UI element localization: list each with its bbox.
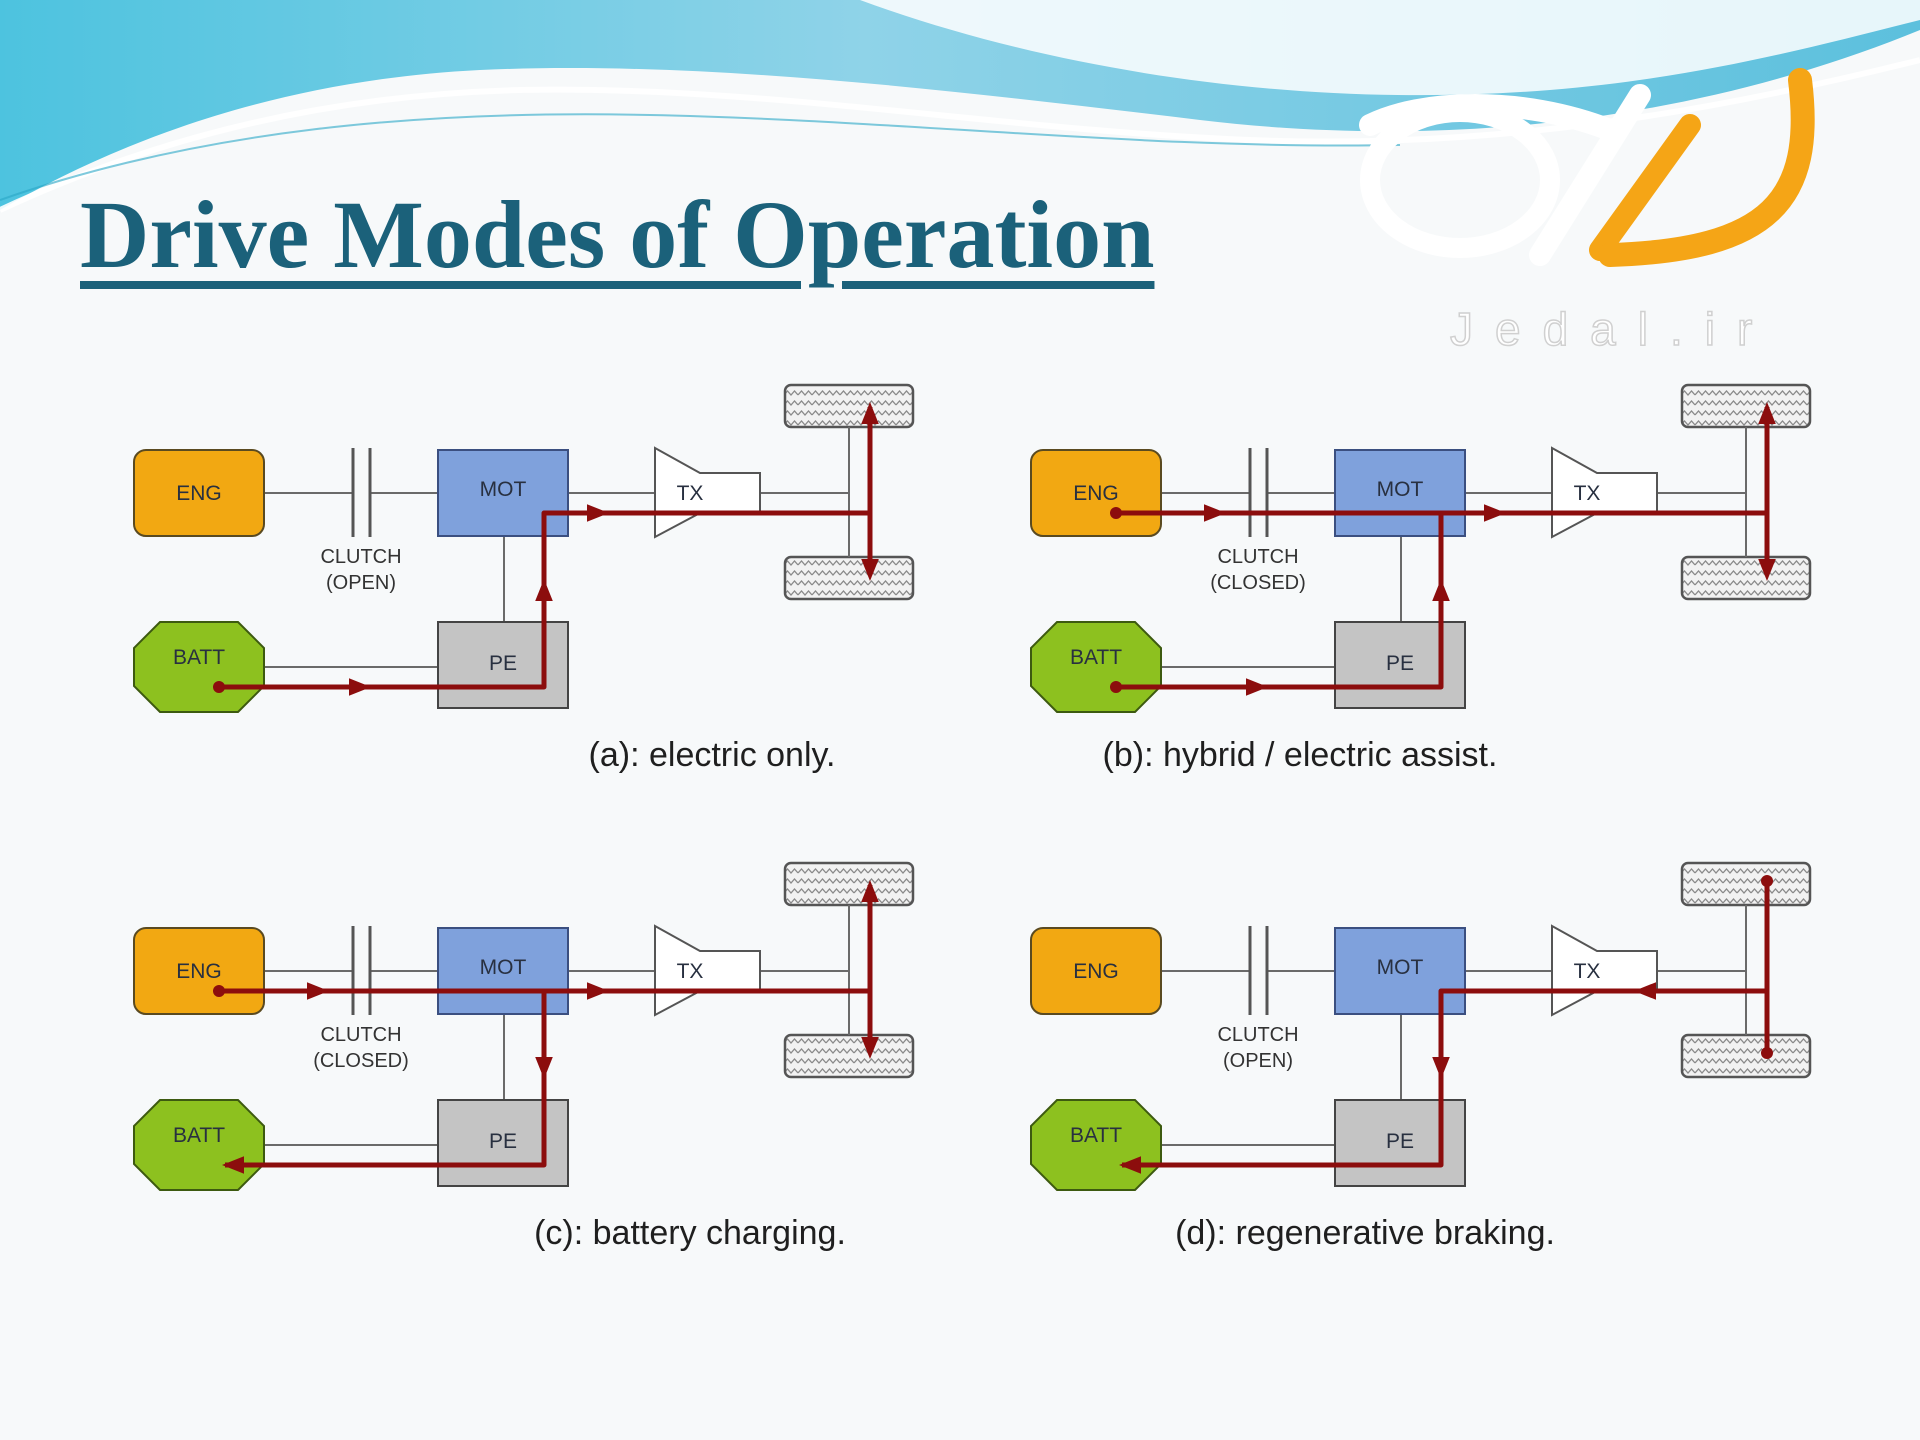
- transmission-label: TX: [1574, 482, 1601, 505]
- diagram-d: ENG MOT TX BATT PE CLUTCH (OPEN) (d): regenerat…: [1030, 861, 1812, 1252]
- wheel-bottom: [783, 1033, 915, 1079]
- engine-label: ENG: [176, 960, 222, 983]
- logo-text: Jedal.ir: [1450, 303, 1774, 355]
- flow-arrowhead: [535, 579, 553, 601]
- flow-arrowhead: [349, 678, 371, 696]
- battery-label: BATT: [173, 646, 225, 669]
- transmission-label: TX: [677, 960, 704, 983]
- flow-arrowhead: [1484, 504, 1506, 522]
- diagram-b: ENG MOT TX BATT PE CLUTCH (CLOSED) (b): hybrid …: [1030, 383, 1812, 774]
- clutch-state-label: (OPEN): [326, 572, 396, 594]
- drive-mode-diagrams: ENG MOT TX BATT PE CLUTCH (OPEN) (a): electric …: [133, 383, 1812, 1252]
- motor-label: MOT: [1377, 478, 1424, 501]
- engine-label: ENG: [1073, 960, 1119, 983]
- flow-arrowhead: [1758, 402, 1776, 424]
- wheel-top: [1680, 861, 1812, 907]
- transmission-shape: [1551, 924, 1658, 1017]
- site-logo: Jedal.ir: [1359, 68, 1815, 356]
- engine-label: ENG: [176, 482, 222, 505]
- battery-label: BATT: [173, 1124, 225, 1147]
- flow-arrowhead: [861, 559, 879, 581]
- power-flow-charge: [225, 991, 547, 1168]
- transmission-shape: [654, 924, 761, 1017]
- flow-arrowhead: [1204, 504, 1226, 522]
- engine-box: [133, 449, 265, 537]
- clutch-label: CLUTCH: [320, 546, 401, 568]
- flow-arrowhead: [587, 504, 609, 522]
- clutch-label: CLUTCH: [1217, 546, 1298, 568]
- motor-label: MOT: [480, 956, 527, 979]
- flow-arrowhead: [587, 982, 609, 1000]
- clutch-label: CLUTCH: [1217, 1024, 1298, 1046]
- clutch-state-label: (OPEN): [1223, 1050, 1293, 1072]
- flow-arrowhead: [1432, 579, 1450, 601]
- header-wave: [0, 0, 1920, 213]
- motor-label: MOT: [1377, 956, 1424, 979]
- transmission-shape: [1551, 446, 1658, 539]
- wheel-bottom: [1680, 1033, 1812, 1079]
- flow-origin-engine: [1110, 507, 1122, 519]
- transmission-label: TX: [677, 482, 704, 505]
- diagram-caption: (c): battery charging.: [534, 1214, 846, 1252]
- transmission-label: TX: [1574, 960, 1601, 983]
- transmission-shape: [654, 446, 761, 539]
- wheel-top: [783, 861, 915, 907]
- flow-origin-dot: [213, 681, 225, 693]
- slide-title: Drive Modes of Operation: [80, 181, 1155, 288]
- flow-origin-battery: [1110, 681, 1122, 693]
- diagram-caption: (d): regenerative braking.: [1175, 1214, 1555, 1252]
- motor-label: MOT: [480, 478, 527, 501]
- diagram-caption: (b): hybrid / electric assist.: [1103, 736, 1498, 774]
- wheel-top: [1680, 383, 1812, 429]
- engine-box: [1030, 927, 1162, 1015]
- power-flow-battery: [1116, 513, 1444, 690]
- battery-label: BATT: [1070, 1124, 1122, 1147]
- pe-label: PE: [1386, 1130, 1414, 1153]
- pe-label: PE: [489, 652, 517, 675]
- flow-arrowhead: [1119, 1156, 1141, 1174]
- flow-arrowhead: [1246, 678, 1268, 696]
- flow-arrowhead: [861, 880, 879, 902]
- pe-label: PE: [489, 1130, 517, 1153]
- flow-arrowhead: [1758, 559, 1776, 581]
- flow-arrowhead: [307, 982, 329, 1000]
- pe-label: PE: [1386, 652, 1414, 675]
- wheel-bottom: [1680, 555, 1812, 601]
- diagram-a: ENG MOT TX BATT PE CLUTCH (OPEN) (a): electric …: [133, 383, 915, 774]
- wheel-top: [783, 383, 915, 429]
- diagram-c: ENG MOT TX BATT PE CLUTCH (CLOSED) (c): battery…: [133, 861, 915, 1252]
- engine-label: ENG: [1073, 482, 1119, 505]
- battery-label: BATT: [1070, 646, 1122, 669]
- clutch-state-label: (CLOSED): [313, 1050, 409, 1072]
- flow-arrowhead: [861, 402, 879, 424]
- flow-arrowhead: [222, 1156, 244, 1174]
- flow-arrowhead: [1432, 1057, 1450, 1079]
- clutch-state-label: (CLOSED): [1210, 572, 1306, 594]
- flow-origin-top-wheel: [1761, 875, 1773, 887]
- diagram-caption: (a): electric only.: [589, 736, 836, 774]
- flow-arrowhead: [861, 1037, 879, 1059]
- flow-arrowhead: [1634, 982, 1656, 1000]
- flow-arrowhead: [535, 1057, 553, 1079]
- clutch-label: CLUTCH: [320, 1024, 401, 1046]
- flow-origin-bottom-wheel: [1761, 1047, 1773, 1059]
- wheel-bottom: [783, 555, 915, 601]
- flow-origin-engine: [213, 985, 225, 997]
